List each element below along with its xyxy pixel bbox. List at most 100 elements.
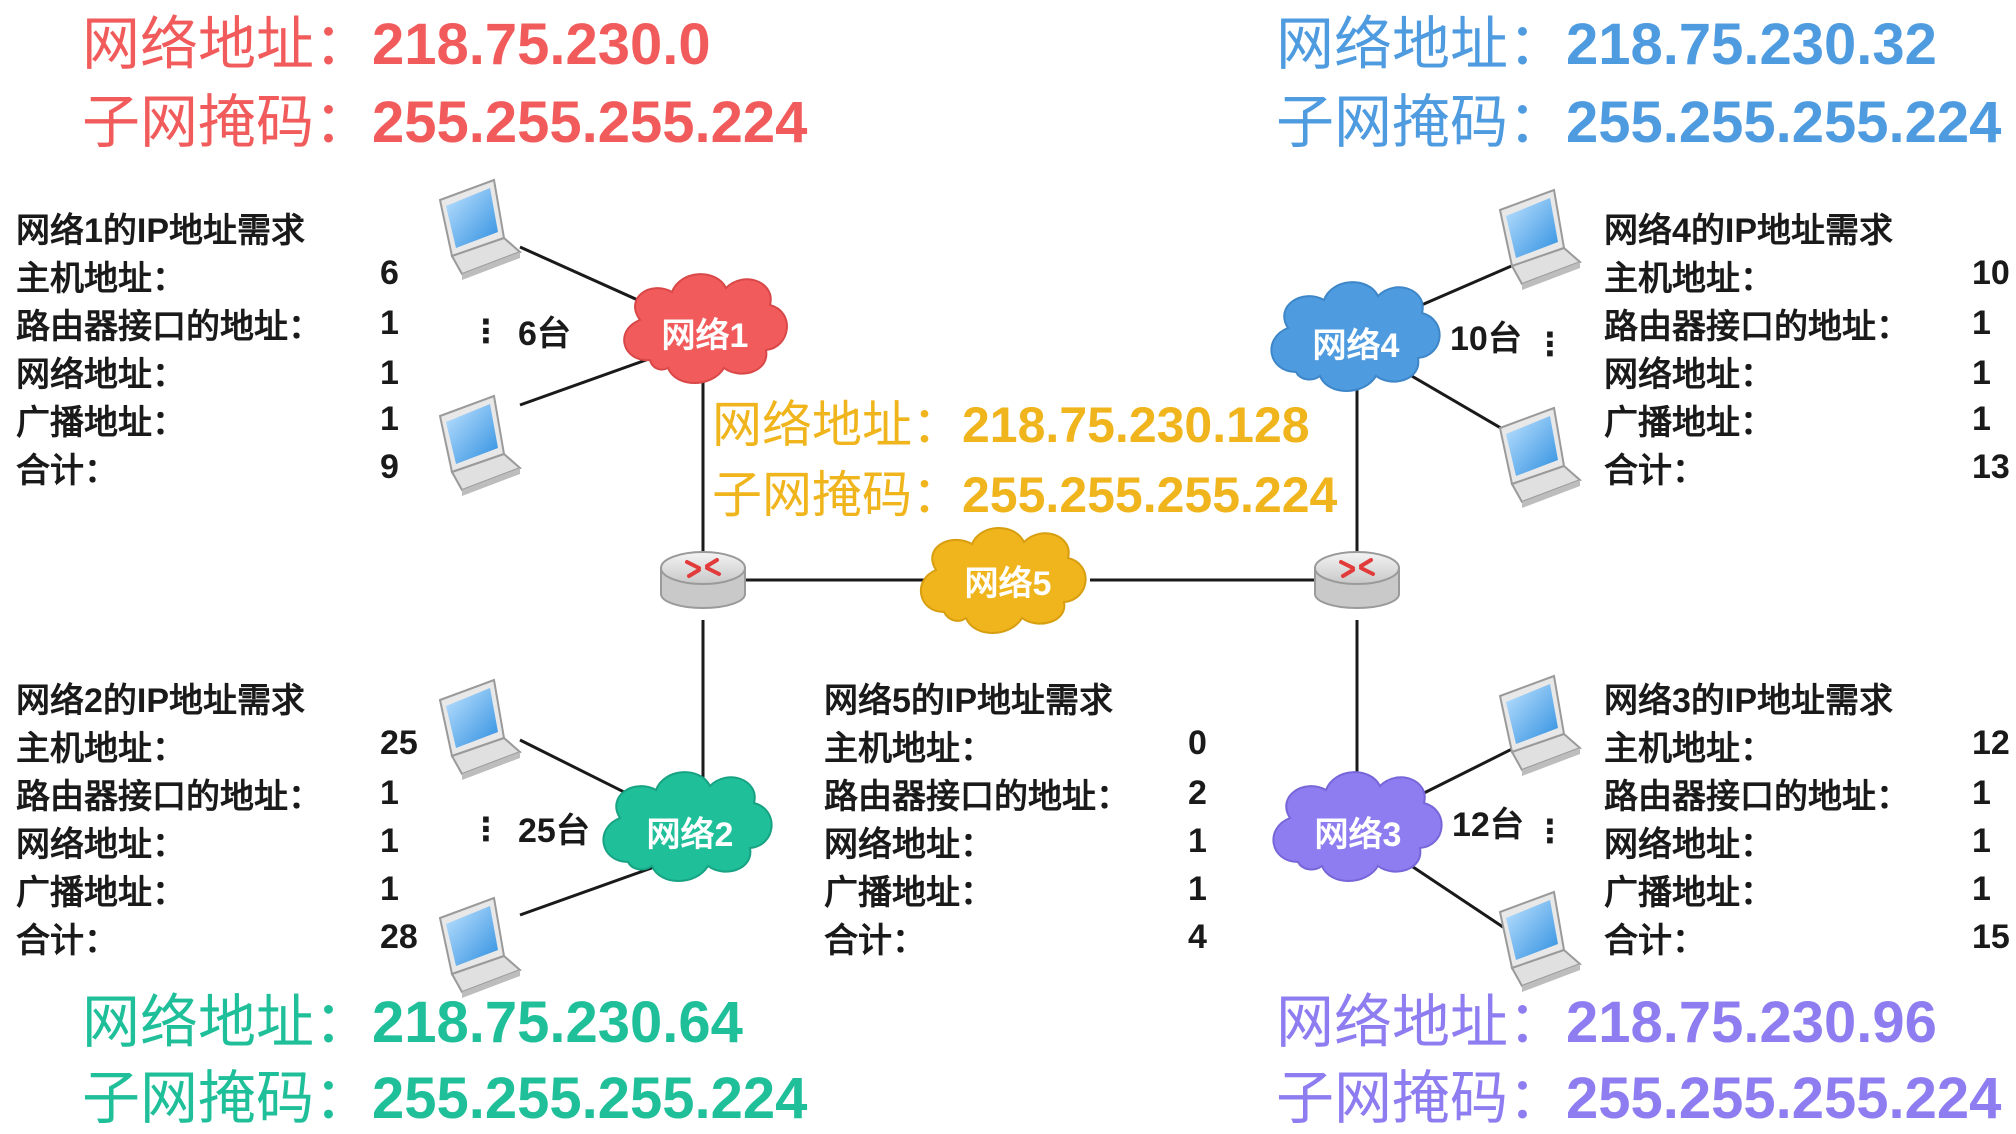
req-label: 路由器接口的地址： — [1604, 778, 1910, 816]
req-value: 13 — [1972, 448, 2010, 486]
req-value: 1 — [1972, 774, 1991, 812]
req-value: 4 — [1188, 918, 1207, 956]
network-address-value: 218.75.230.128 — [962, 397, 1310, 453]
laptop-icon — [439, 395, 521, 497]
laptop-icon — [1499, 675, 1581, 777]
req-value: 10 — [1972, 254, 2010, 292]
req-label: 网络地址： — [1604, 355, 1774, 394]
cloud-label: 网络4 — [1313, 326, 1400, 365]
network-address: 网络地址：218.75.230.0 — [82, 12, 711, 77]
network-address-label: 网络地址： — [82, 12, 372, 77]
requirements-net2: 网络2的IP地址需求 主机地址： 25 路由器接口的地址： 1 网络地址： 1 … — [16, 681, 418, 960]
network-address: 网络地址：218.75.230.32 — [1276, 12, 1937, 77]
cloud-net4: 网络4 — [1270, 281, 1441, 392]
requirements-title: 网络2的IP地址需求 — [16, 681, 305, 720]
req-label: 路由器接口的地址： — [16, 308, 322, 346]
req-value: 1 — [380, 400, 399, 438]
laptop-icon — [439, 179, 521, 281]
req-label: 路由器接口的地址： — [824, 778, 1130, 816]
cloud-icon — [919, 527, 1087, 634]
laptop-icon — [439, 897, 521, 999]
subnet-mask: 子网掩码：255.255.255.224 — [1276, 90, 2001, 155]
subnet-mask-value: 255.255.255.224 — [372, 1066, 807, 1131]
requirements-title: 网络3的IP地址需求 — [1604, 681, 1893, 720]
req-label: 网络地址： — [16, 355, 186, 394]
dots-net2: ⋮ — [470, 811, 502, 847]
req-value: 12 — [1972, 724, 2010, 762]
req-value: 1 — [1972, 870, 1991, 908]
cloud-label: 网络5 — [965, 564, 1052, 603]
subnet-mask-value: 255.255.255.224 — [372, 90, 807, 155]
req-label: 网络地址： — [824, 825, 994, 864]
network-address: 网络地址：218.75.230.96 — [1276, 990, 1937, 1055]
dots-net1: ⋮ — [470, 313, 502, 349]
subnet-mask: 子网掩码：255.255.255.224 — [1276, 1066, 2001, 1131]
cloud-net5: 网络5 — [919, 527, 1087, 634]
req-label: 广播地址： — [1604, 874, 1774, 912]
requirements-net3: 网络3的IP地址需求 主机地址： 12 路由器接口的地址： 1 网络地址： 1 … — [1604, 681, 2010, 960]
cloud-icon — [1270, 281, 1441, 392]
req-label: 主机地址： — [16, 260, 186, 298]
router-icon — [659, 550, 747, 610]
network-address-value: 218.75.230.32 — [1566, 12, 1937, 77]
network-address-label: 网络地址： — [712, 397, 962, 453]
req-value: 1 — [380, 822, 399, 860]
req-label: 合计： — [824, 922, 926, 960]
laptop-icon — [1499, 407, 1581, 509]
req-label: 合计： — [16, 452, 118, 490]
requirements-net4: 网络4的IP地址需求 主机地址： 10 路由器接口的地址： 1 网络地址： 1 … — [1604, 211, 2010, 490]
laptop-icon — [439, 679, 521, 781]
req-label: 合计： — [1604, 452, 1706, 490]
cloud-label: 网络1 — [662, 316, 749, 355]
subnet-mask-value: 255.255.255.224 — [962, 467, 1338, 523]
req-label: 合计： — [16, 922, 118, 960]
req-label: 广播地址： — [824, 874, 994, 912]
req-value: 25 — [380, 724, 418, 762]
link-laptop3a-net3 — [1409, 738, 1531, 802]
req-value: 1 — [380, 870, 399, 908]
network-address-value: 218.75.230.64 — [372, 990, 743, 1055]
subnet-mask: 子网掩码：255.255.255.224 — [82, 90, 807, 155]
req-label: 主机地址： — [16, 730, 186, 768]
laptop-icon — [1499, 189, 1581, 291]
req-label: 路由器接口的地址： — [16, 778, 322, 816]
cloud-label: 网络3 — [1315, 815, 1402, 854]
cloud-net3: 网络3 — [1272, 771, 1443, 882]
req-value: 1 — [1188, 822, 1207, 860]
cloud-icon — [1272, 771, 1443, 882]
host-count-net4: 10台 — [1450, 320, 1522, 358]
requirements-title: 网络5的IP地址需求 — [824, 681, 1113, 720]
req-value: 1 — [1972, 304, 1991, 342]
req-label: 广播地址： — [16, 874, 186, 912]
dots-net3: ⋮ — [1534, 813, 1566, 849]
req-label: 广播地址： — [1604, 404, 1774, 442]
req-value: 9 — [380, 448, 399, 486]
laptop-icon — [1499, 891, 1581, 993]
subnet-mask-label: 子网掩码： — [82, 90, 372, 155]
host-count-net1: 6台 — [518, 315, 571, 353]
subnet-mask-value: 255.255.255.224 — [1566, 1066, 2001, 1131]
network-address: 网络地址：218.75.230.64 — [82, 990, 743, 1055]
link-laptop2b-net2 — [519, 863, 661, 917]
address-block-net1: 网络地址：218.75.230.0 子网掩码：255.255.255.224 — [82, 12, 807, 155]
host-counts: ⋮ 6台 ⋮ 25台 10台 ⋮ 12台 ⋮ — [470, 313, 1566, 850]
req-label: 网络地址： — [1604, 825, 1774, 864]
req-value: 1 — [1972, 400, 1991, 438]
address-block-net2: 网络地址：218.75.230.64 子网掩码：255.255.255.224 — [82, 990, 807, 1131]
req-label: 合计： — [1604, 922, 1706, 960]
network-address-label: 网络地址： — [82, 990, 372, 1055]
req-label: 主机地址： — [1604, 260, 1774, 298]
req-value: 1 — [1972, 354, 1991, 392]
req-value: 6 — [380, 254, 399, 292]
req-label: 主机地址： — [824, 730, 994, 768]
cloud-label: 网络2 — [647, 815, 734, 854]
router-icon — [1313, 550, 1401, 610]
dots-net4: ⋮ — [1534, 326, 1566, 362]
req-label: 广播地址： — [16, 404, 186, 442]
network-address: 网络地址：218.75.230.128 — [712, 397, 1310, 453]
network-address-value: 218.75.230.0 — [372, 12, 711, 77]
link-laptop4a-net4 — [1409, 256, 1531, 312]
host-count-net2: 25台 — [518, 812, 590, 850]
req-value: 15 — [1972, 918, 2010, 956]
